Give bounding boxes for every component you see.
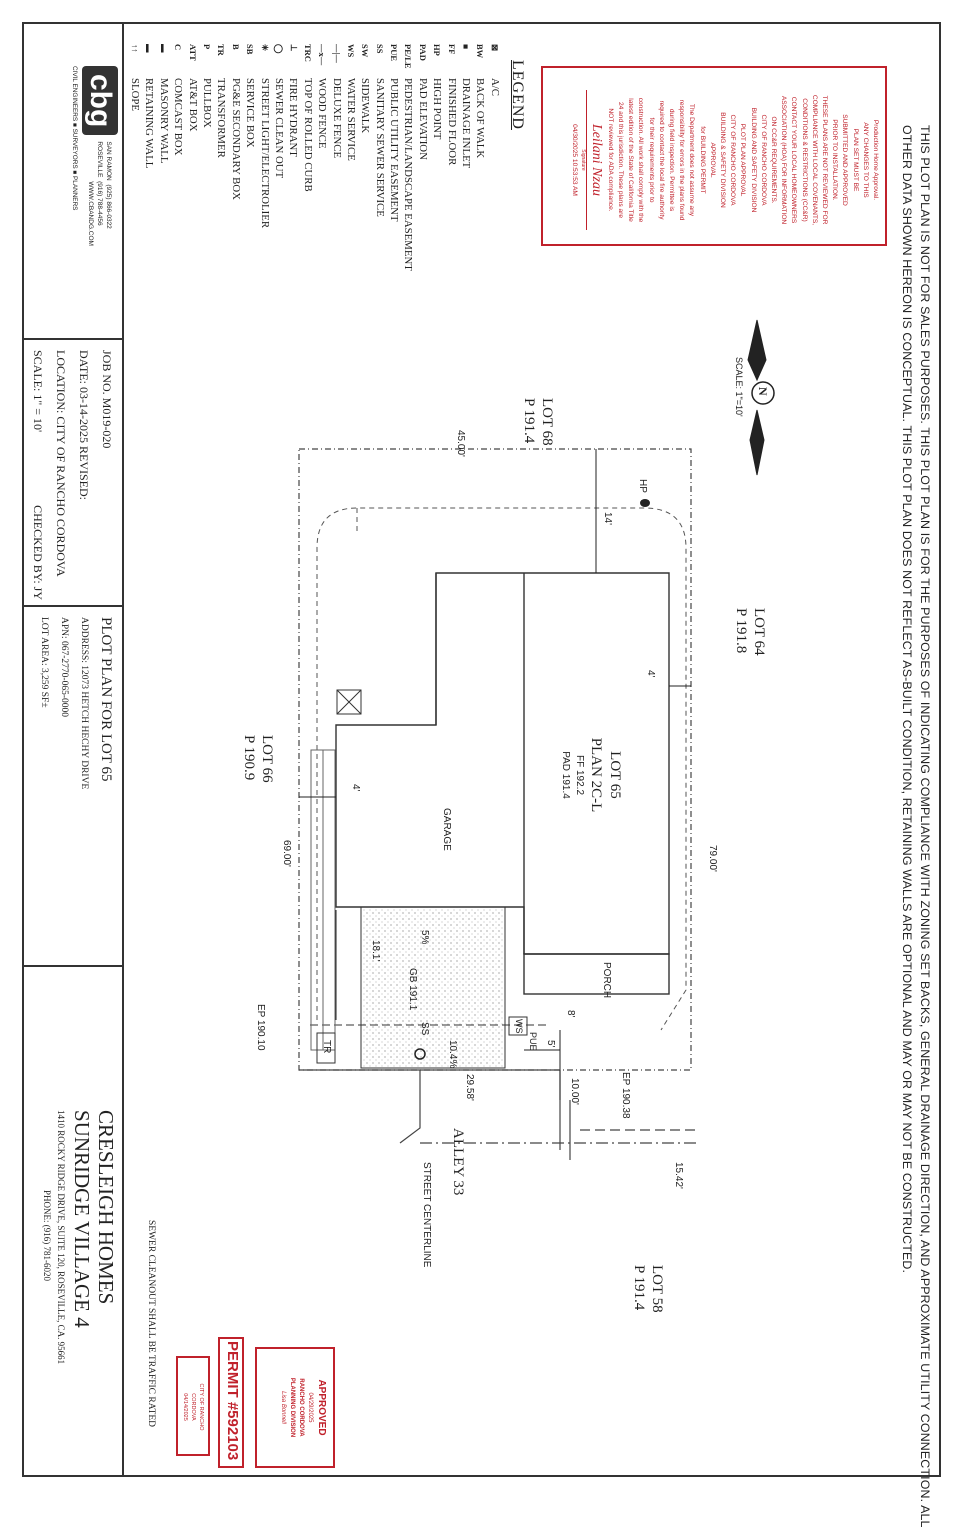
title-divider: [122, 24, 124, 1475]
pue-label: PUE: [528, 1032, 538, 1051]
high-point-marker: [640, 499, 650, 507]
lot-58-label: LOT 58 P 191.4: [630, 1265, 666, 1313]
building-approval-stamp: [541, 66, 887, 246]
alley-label: ALLEY 33: [450, 1128, 466, 1196]
transformer-label: TR: [321, 1040, 332, 1054]
lot-boundary: [298, 448, 692, 1071]
title-row-divider: [24, 965, 122, 967]
sheet-border: [22, 22, 941, 1477]
planning-approved-stamp: [255, 1347, 335, 1468]
dim-top: 45.00': [455, 430, 466, 457]
lot-58-number: LOT 58: [649, 1265, 665, 1313]
porch-label: PORCH: [601, 962, 612, 999]
alley: [299, 1030, 700, 1160]
driveway: [360, 906, 506, 1069]
dim-side-right: 4': [645, 670, 656, 678]
water-service-label: WS: [514, 1019, 524, 1034]
dim-drive: 18.1': [370, 940, 381, 962]
pad-elevation: PAD 191.4: [560, 751, 571, 799]
lot-58-pad: P 191.4: [631, 1265, 647, 1311]
ac-unit: [336, 689, 362, 715]
lot-66-pad: P 190.9: [241, 735, 257, 781]
finished-floor: FF 192.2: [574, 754, 585, 796]
city-stamp: [176, 1356, 210, 1456]
lot-64-label: LOT 64 P 191.8: [732, 608, 768, 656]
lot-64-pad: P 191.8: [733, 608, 749, 654]
fence-lines: [316, 507, 687, 1031]
lot-65-plan: PLAN 2C-L: [588, 737, 604, 813]
slope-5: 5%: [419, 930, 430, 945]
dim-bottom: 29.58': [464, 1074, 475, 1101]
title-row-divider: [24, 338, 122, 340]
lot-65-number: LOT 65: [607, 751, 623, 799]
dim-right: 79.00': [707, 845, 718, 872]
sewer-service-label: SS: [419, 1022, 430, 1036]
north-letter: N: [756, 387, 770, 396]
garage-label: GARAGE: [441, 808, 452, 851]
slope-10: 10.4%: [447, 1040, 458, 1069]
dim-left: 69.00': [281, 840, 292, 867]
dim-side-left: 4': [350, 784, 361, 792]
permit-stamp: [218, 1337, 244, 1468]
north-arrow: [747, 319, 775, 476]
lot-68-label: LOT 68 P 191.4: [520, 398, 556, 446]
sewer-cleanout: [414, 1048, 426, 1060]
lot-68-pad: P 191.4: [521, 398, 537, 444]
centerline-label: STREET CENTERLINE: [421, 1162, 432, 1268]
grade-break: GB 191.1: [407, 968, 418, 1011]
ep-left: EP 190.10: [255, 1004, 266, 1051]
north-scale: SCALE: 1"=10': [734, 357, 744, 417]
lot-65-label: LOT 65 PLAN 2C-L FF 192.2 PAD 191.4: [558, 725, 624, 825]
hp-label: HP: [637, 479, 648, 493]
dim-pue: 5': [545, 1040, 556, 1048]
dim-ten: 10.00': [569, 1078, 580, 1105]
lot-66-number: LOT 66: [259, 735, 275, 783]
lot-64-number: LOT 64: [751, 608, 767, 656]
dim-rear: 14': [602, 512, 613, 526]
lot-68-number: LOT 68: [539, 398, 555, 446]
lot-66-label: LOT 66 P 190.9: [240, 735, 276, 783]
dim-alley: 15.42': [673, 1162, 684, 1189]
ep-right: EP 190.38: [620, 1072, 631, 1119]
dimension-lines: [299, 449, 691, 1100]
dim-front: 8': [565, 1010, 576, 1018]
title-row-divider: [24, 605, 122, 607]
